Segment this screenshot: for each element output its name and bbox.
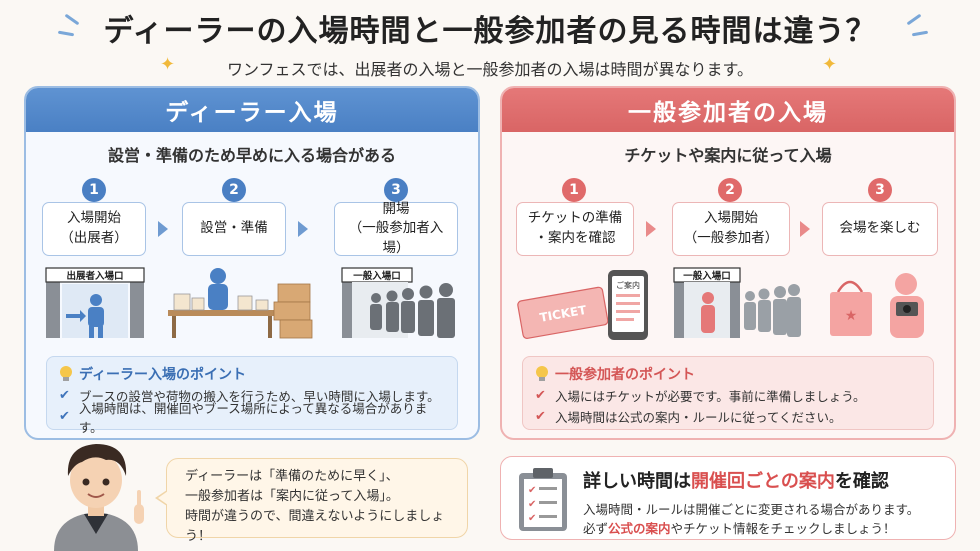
general-points: 一般参加者のポイント ✔ 入場にはチケットが必要です。事前に準備しましょう。 ✔ 入… (522, 356, 934, 430)
speech-bubble: ディーラーは「準備のために早く」、 一般参加者は「案内に従って入場」。 時間が違… (166, 458, 468, 544)
phone-text: ご案内 (616, 280, 640, 290)
dealer-step-2: 設営・準備 (182, 202, 286, 256)
step-label: 設営・準備 (200, 220, 268, 237)
speech-line: ディーラーは「準備のために早く」、 (185, 469, 399, 484)
step-number: 2 (222, 178, 246, 202)
step-label: 会場を楽しむ (839, 220, 921, 237)
guide-character-avatar (54, 444, 144, 551)
check-icon: ✔ (535, 388, 546, 403)
step-label: （一般参加者） (683, 230, 779, 246)
arrow-right-icon (646, 221, 656, 237)
svg-text:✔: ✔ (528, 485, 536, 496)
dealer-points: ディーラー入場のポイント ✔ ブースの設営や荷物の搬入を行うため、早い時間に入場し… (46, 356, 458, 435)
check-icon: ✔ (535, 409, 546, 424)
enjoy-venue-illustration: ★ (830, 273, 924, 338)
general-step-1: チケットの準備 ・案内を確認 (516, 202, 634, 256)
step-label: 入場開始 (67, 210, 121, 227)
point-text: 入場時間は、開催回やブース場所によって異なる場合があります。 (78, 400, 428, 435)
speech-line: 一般参加者は「案内に従って入場」。 (185, 489, 399, 505)
page-subtitle: ワンフェスでは、出展者の入場と一般参加者の入場は時間が異なります。 (227, 60, 753, 79)
points-heading: ディーラー入場のポイント (59, 363, 445, 385)
svg-text:★: ★ (845, 308, 858, 324)
dealer-heading: ディーラー入場 (26, 88, 478, 132)
list-item: ✔ 入場にはチケットが必要です。事前に準備しましょう。 (535, 385, 921, 406)
step-label: ・案内を確認 (534, 230, 616, 246)
note-highlight: 公式の案内 (608, 521, 671, 536)
speech-line: 時間が違うので、間違えないようにしましょう！ (185, 509, 445, 545)
list-item: ✔ 入場時間は公式の案内・ルールに従ってください。 (535, 406, 921, 427)
lightbulb-icon (60, 366, 72, 381)
gate-sign: 出展者入場口 (66, 270, 123, 282)
note-title-part: 詳しい時間は (583, 471, 691, 492)
exhibitor-gate-illustration: 出展者入場口 (45, 267, 145, 338)
step-number: 2 (718, 178, 742, 202)
step-label: 入場開始 (704, 210, 758, 227)
list-item: ✔ 入場時間は、開催回やブース場所によって異なる場合があります。 (59, 401, 445, 435)
general-panel: 一般参加者の入場 チケットや案内に従って入場 1 チケットの準備 ・案内を確認 … (500, 86, 956, 440)
clipboard-icon: ✔ ✔ ✔ (519, 468, 567, 531)
setup-table-illustration (168, 268, 313, 339)
public-gate-illustration: 一般入場口 (341, 267, 455, 338)
lightbulb-icon (536, 366, 548, 381)
step-number: 3 (868, 178, 892, 202)
page-title: ディーラーの入場時間と一般参加者の見る時間は違う？ (103, 14, 877, 49)
general-step-3: 会場を楽しむ (822, 202, 938, 256)
general-summary: チケットや案内に従って入場 (624, 146, 832, 165)
step-label: チケットの準備 (527, 210, 623, 227)
arrow-right-icon (800, 221, 810, 237)
check-icon: ✔ (59, 388, 70, 403)
note-line: 入場時間・ルールは開催ごとに変更される場合があります。 (583, 502, 920, 517)
dealer-panel: ディーラー入場 設営・準備のため早めに入る場合がある 1 入場開始 （出展者） … (24, 86, 480, 440)
points-heading: 一般参加者のポイント (535, 363, 921, 385)
gate-sign: 一般入場口 (683, 270, 731, 282)
note-title-part: を確認 (834, 471, 889, 492)
step-number: 1 (562, 178, 586, 202)
dealer-summary: 設営・準備のため早めに入る場合がある (107, 146, 396, 165)
gate-sign: 一般入場口 (353, 270, 401, 282)
list-item: ✔ ブースの設営や荷物の搬入を行うため、早い時間に入場します。 (59, 385, 445, 406)
points-title: ディーラー入場のポイント (79, 367, 247, 383)
step-label: （一般参加者入場） (348, 220, 444, 256)
sparkle-icon: ✦ (160, 54, 176, 75)
note-text: やチケット情報をチェックしましょう！ (670, 521, 896, 536)
check-icon: ✔ (59, 409, 70, 424)
step-number: 1 (82, 178, 106, 202)
point-text: 入場時間は公式の案内・ルールに従ってください。 (555, 410, 842, 425)
step-label: 開場 (382, 200, 410, 217)
general-step-2: 入場開始 （一般参加者） (672, 202, 790, 256)
arrow-right-icon (158, 221, 168, 237)
step-number: 3 (384, 178, 408, 202)
ticket-phone-illustration: TICKET ご案内 (517, 270, 648, 340)
points-title: 一般参加者のポイント (555, 367, 695, 383)
svg-text:✔: ✔ (528, 499, 536, 510)
point-text: 入場にはチケットが必要です。事前に準備しましょう。 (555, 389, 866, 404)
speech-tail (158, 491, 168, 505)
dealer-step-1: 入場開始 （出展者） (42, 202, 146, 256)
note-title-highlight: 開催回ごとの案内 (691, 471, 835, 492)
note-title: 詳しい時間は開催回ごとの案内を確認 (583, 467, 889, 493)
step-label: （出展者） (60, 230, 128, 246)
note-text: 必ず (583, 521, 609, 536)
sparkle-icon: ✦ (822, 54, 838, 75)
general-heading: 一般参加者の入場 (502, 88, 954, 132)
svg-text:✔: ✔ (528, 513, 536, 524)
note-line: 必ず公式の案内やチケット情報をチェックしましょう！ (583, 518, 896, 537)
point-text: ブースの設営や荷物の搬入を行うため、早い時間に入場します。 (79, 389, 440, 404)
general-gate-illustration: 一般入場口 (673, 267, 801, 338)
arrow-right-icon (298, 221, 308, 237)
dealer-step-3: 開場 （一般参加者入場） (334, 200, 458, 256)
schedule-note: ✔ ✔ ✔ 詳しい時間は開催回ごとの案内を確認 入場時間・ルールは開催ごとに変更… (500, 456, 956, 540)
